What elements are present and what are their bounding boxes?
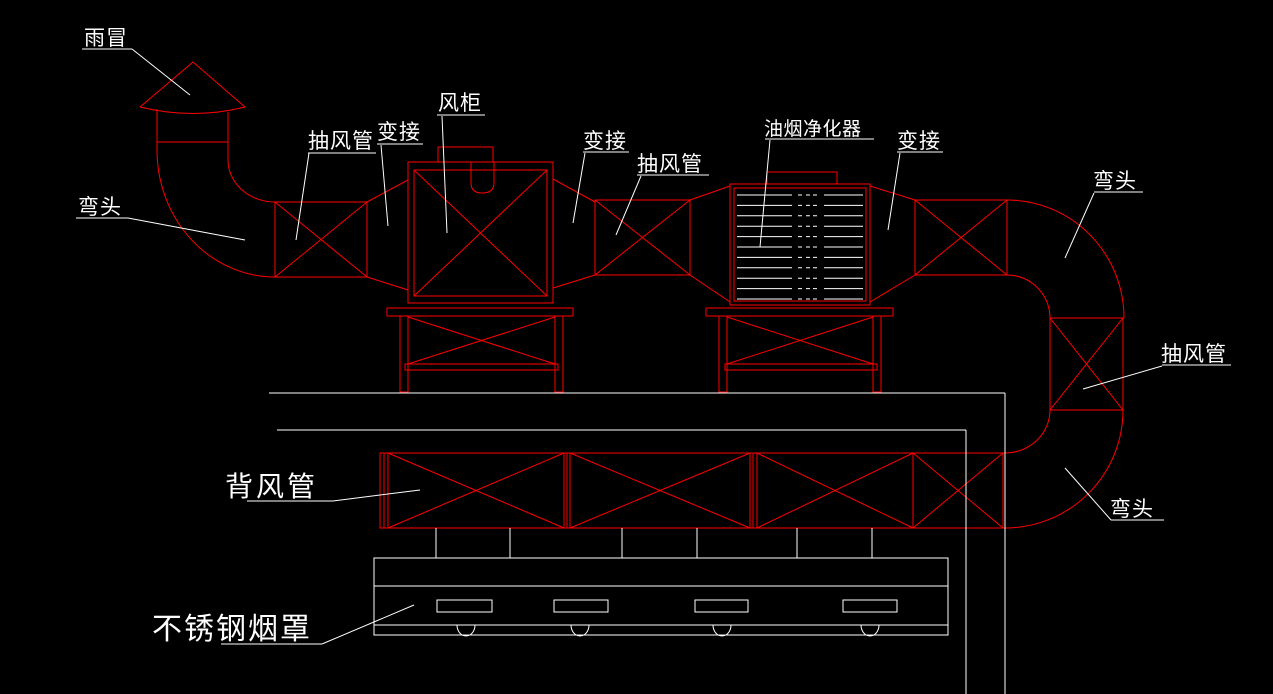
leader-transition-1 [380,144,389,227]
stainless-hood [373,557,949,637]
transition-duct-4 [869,185,916,303]
label-exhaust-duct-2: 抽风管 [615,153,709,236]
leader-transition-2 [572,152,586,224]
label-exhaust-duct-1: 抽风管 [295,130,376,241]
label-exhaust-duct-1-text: 抽风管 [308,130,374,153]
leader-oil-purifier [759,139,771,248]
label-oil-purifier: 油烟净化器 [759,118,874,248]
purifier-stand [705,307,894,393]
label-elbow-top-right-text: 弯头 [1093,170,1137,193]
label-exhaust-duct-3-text: 抽风管 [1161,343,1227,366]
label-oil-purifier-text: 油烟净化器 [764,118,862,140]
purifier-louvers [737,194,863,300]
hood-lights [436,599,898,613]
label-stainless-hood: 不锈钢烟罩 [152,604,415,646]
leader-exhaust-duct-1 [295,152,310,241]
transition-duct-2 [552,178,596,289]
label-transition-1-text: 变接 [377,121,421,144]
fan-cabinet-stand [386,307,574,393]
purifier-top-box [766,171,838,185]
label-fan-cabinet: 风柜 [437,92,485,234]
elbow-left [156,149,276,278]
rain-cap-cone [139,61,246,108]
leader-stainless-hood [321,604,415,645]
rain-cap [139,61,246,114]
vertical-duct-box [1049,317,1124,411]
label-transition-3-text: 变接 [897,130,941,153]
stack-duct [156,109,229,161]
label-transition-1: 变接 [377,121,423,227]
label-rain-cap: 雨冒 [82,27,191,96]
duct-box-2 [594,199,691,276]
label-elbow-bottom-right: 弯头 [1064,467,1164,521]
label-elbow-left-text: 弯头 [78,196,122,219]
elbow-top-right [1006,199,1125,319]
elbow-left-outer-arc [156,149,276,278]
floor-wall-lines [269,392,1006,694]
rain-cap-base-arc [139,106,246,114]
elbow-left-inner-arc [227,159,276,203]
label-stainless-hood-text: 不锈钢烟罩 [152,613,312,646]
label-exhaust-duct-3: 抽风管 [1082,343,1231,390]
fan-cabinet [407,146,554,304]
duct-box-1 [274,201,368,278]
elbow-bottom-right [1004,409,1124,529]
leader-elbow-left [127,217,246,241]
duct-box-3 [914,199,1008,276]
leader-rain-cap [131,48,191,96]
elbow-tr-inner-arc [1006,274,1051,319]
leader-transition-3 [887,152,901,231]
purifier-inner [733,187,867,302]
label-transition-2-text: 变接 [583,130,627,153]
label-elbow-top-right: 弯头 [1064,170,1143,259]
back-duct [379,452,1006,529]
transition-duct-1 [366,179,409,291]
hood-collars [435,528,873,558]
leader-fan-cabinet [441,115,448,234]
elbow-tr-outer-arc [1006,199,1125,319]
hood-body [373,557,949,636]
oil-fume-purifier [729,171,871,306]
leader-elbow-bottom-right [1064,467,1112,521]
label-rain-cap-text: 雨冒 [84,27,128,50]
fan-cabinet-inner [413,169,548,297]
elbow-br-outer-arc [1004,409,1124,529]
fan-cabinet-top-box [437,146,494,163]
transition-duct-3 [689,185,731,303]
label-fan-cabinet-text: 风柜 [438,92,482,115]
elbow-br-inner-arc [1004,409,1051,454]
label-back-duct: 背风管 [225,471,421,502]
label-exhaust-duct-2-text: 抽风管 [637,153,703,176]
label-elbow-bottom-right-text: 弯头 [1110,498,1154,521]
hood-grease-cups [456,624,880,637]
label-back-duct-text: 背风管 [225,471,318,502]
label-elbow-left: 弯头 [76,196,246,241]
leader-exhaust-duct-3 [1082,365,1163,390]
leader-elbow-top-right [1064,192,1095,259]
leader-exhaust-duct-2 [615,175,642,236]
purifier-outer [729,183,871,306]
leader-back-duct [332,489,421,502]
fan-cabinet-hanger [470,162,495,194]
label-transition-2: 变接 [572,130,629,224]
label-transition-3: 变接 [887,130,943,231]
